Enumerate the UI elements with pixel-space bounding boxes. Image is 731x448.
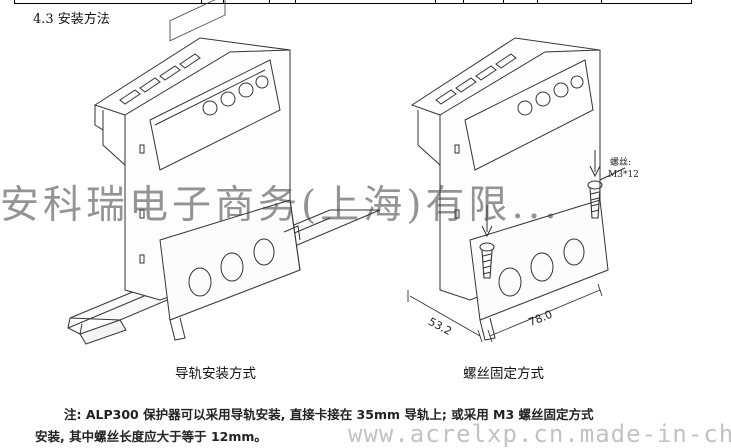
- section-heading: 4.3 安装方法: [33, 12, 110, 27]
- screw-label: 螺丝:: [610, 156, 631, 168]
- table-fragment: [14, 0, 692, 4]
- table-divider: [463, 0, 464, 3]
- table-divider: [223, 0, 224, 3]
- table-divider: [295, 0, 296, 3]
- caption-screw-mount: 螺丝固定方式: [463, 366, 544, 382]
- caption-rail-mount: 导轨安装方式: [175, 366, 256, 382]
- url-watermark: www.acrelxp.cn.made-in-china.com: [348, 420, 731, 448]
- table-divider: [269, 0, 270, 3]
- company-watermark: 安科瑞电子商务(上海)有限...: [0, 183, 561, 228]
- table-divider: [601, 0, 602, 3]
- table-divider: [537, 0, 538, 3]
- note-line-1: 注: ALP300 保护器可以采用导轨安装, 直接卡接在 35mm 导轨上; 或…: [64, 407, 594, 422]
- screw-spec: M3*12: [608, 170, 639, 180]
- dimension-width: 78.0: [527, 308, 555, 329]
- table-divider: [435, 0, 436, 3]
- table-divider: [503, 0, 504, 3]
- note-line-2: 安装, 其中螺丝长度应大于等于 12mm。: [35, 429, 267, 444]
- table-divider: [201, 0, 202, 3]
